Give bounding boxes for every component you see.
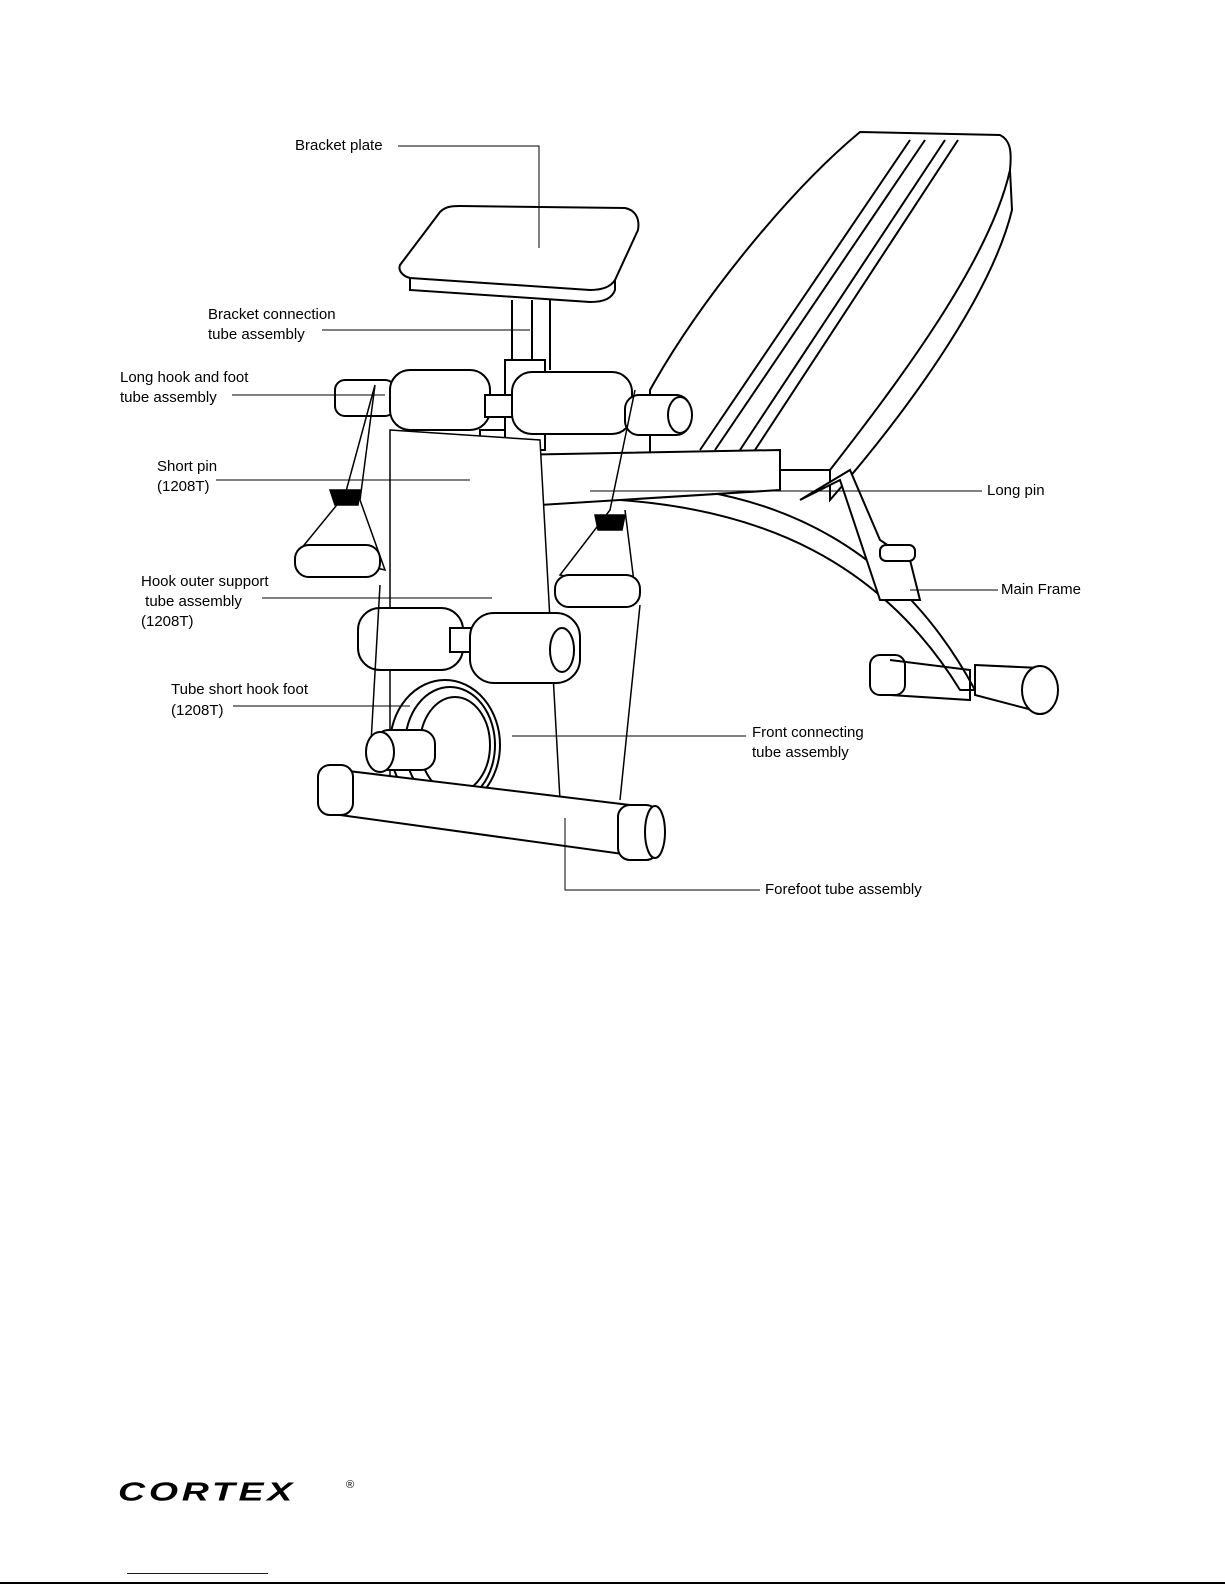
- label-long-pin: Long pin: [987, 482, 1045, 499]
- forefoot-tube: [317, 764, 666, 861]
- label-long-hook-line2: tube assembly: [120, 389, 217, 406]
- label-bracket-connection-line2: tube assembly: [208, 326, 305, 343]
- label-hook-outer-line2: tube assembly: [141, 593, 242, 610]
- main-frame: [619, 468, 1059, 715]
- label-forefoot: Forefoot tube assembly: [765, 881, 922, 898]
- label-bracket-plate: Bracket plate: [295, 137, 383, 154]
- leader-lines: [216, 145, 998, 891]
- label-tube-short-line2: (1208T): [171, 702, 224, 719]
- svg-text:CORTEX: CORTEX: [118, 1478, 296, 1506]
- weight-plates: [365, 679, 501, 811]
- label-long-hook-line1: Long hook and foot: [120, 369, 249, 386]
- label-tube-short-line1: Tube short hook foot: [171, 681, 309, 698]
- lower-pads: [357, 607, 581, 684]
- backrest: [649, 130, 1014, 503]
- label-hook-outer-line1: Hook outer support: [141, 573, 269, 590]
- label-short-pin-line2: (1208T): [157, 478, 210, 495]
- page-bottom-rule: [0, 1582, 1225, 1584]
- label-front-connecting-line2: tube assembly: [752, 744, 849, 761]
- cortex-logo: CORTEX ®: [118, 1476, 363, 1511]
- bracket-plate: [398, 204, 640, 304]
- label-short-pin-line1: Short pin: [157, 458, 218, 475]
- label-hook-outer-line3: (1208T): [141, 613, 194, 630]
- label-main-frame: Main Frame: [1001, 581, 1082, 598]
- label-front-connecting-line1: Front connecting: [752, 724, 864, 741]
- label-bracket-connection-line1: Bracket connection: [208, 306, 336, 323]
- cables-handles: [294, 384, 641, 801]
- svg-text:®: ®: [346, 1479, 354, 1491]
- footer-link[interactable]: [127, 1573, 268, 1574]
